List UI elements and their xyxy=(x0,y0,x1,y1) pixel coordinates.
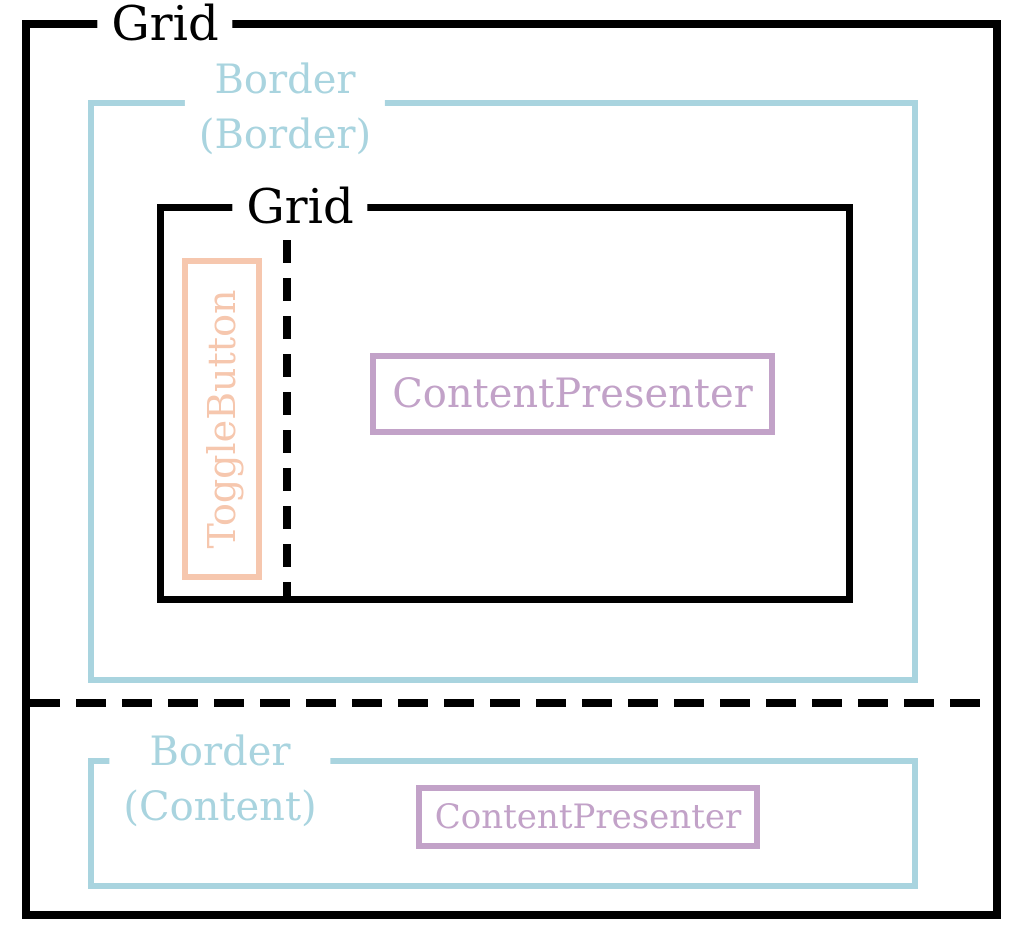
content-border-label-name: Border xyxy=(149,728,291,775)
grid-row-divider-dashed-line xyxy=(30,699,993,707)
toggle-button-label: ToggleButton xyxy=(200,289,244,549)
toggle-button-box: ToggleButton xyxy=(182,258,262,580)
header-border-box: Border (Border) Grid ToggleButton Conten… xyxy=(88,52,918,683)
inner-grid-label: Grid xyxy=(232,173,368,241)
inner-grid-box: Grid ToggleButton ContentPresenter xyxy=(157,173,853,603)
header-content-presenter-box: ContentPresenter xyxy=(370,353,775,435)
header-border-label-name: Border xyxy=(214,56,356,103)
content-border-label-part: (Content) xyxy=(123,784,317,830)
outer-grid-label: Grid xyxy=(97,0,233,58)
header-border-label-part: (Border) xyxy=(198,112,372,158)
header-content-presenter-label: ContentPresenter xyxy=(392,371,753,417)
header-border-label: Border (Border) xyxy=(184,52,386,164)
content-border-box: Border (Content) ContentPresenter xyxy=(88,724,918,889)
outer-grid-box: Grid Border (Border) Grid ToggleButton C… xyxy=(22,0,1001,919)
content-content-presenter-label: ContentPresenter xyxy=(434,797,742,837)
grid-column-divider-dashed-line xyxy=(283,240,291,596)
content-content-presenter-box: ContentPresenter xyxy=(416,785,760,849)
content-border-label: Border (Content) xyxy=(109,724,331,836)
